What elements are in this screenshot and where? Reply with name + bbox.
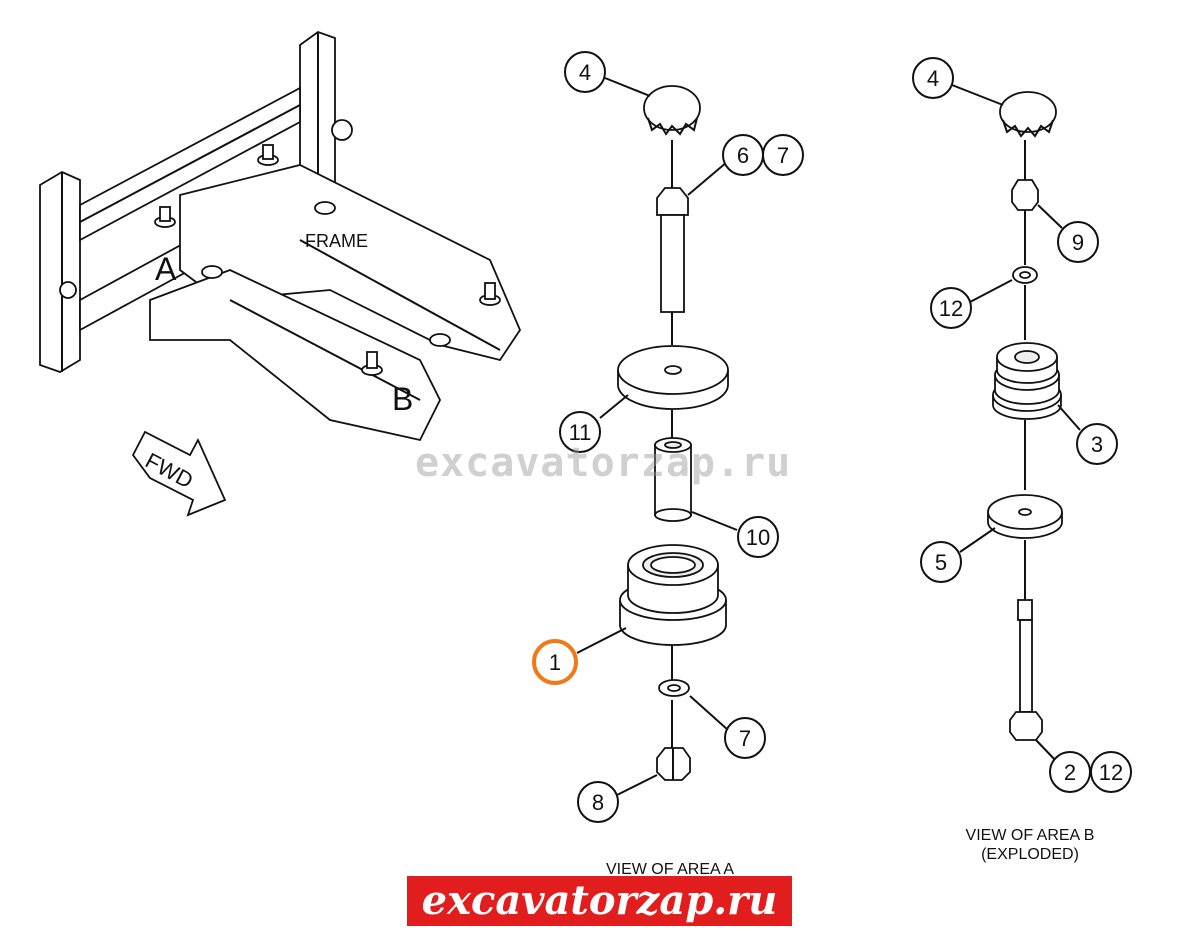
callout-b-9: 9 — [1057, 221, 1099, 263]
svg-text:7: 7 — [739, 726, 751, 751]
callout-a-11: 11 — [559, 411, 601, 453]
mount-point-b — [361, 351, 383, 376]
svg-text:4: 4 — [579, 60, 591, 85]
svg-text:4: 4 — [927, 66, 939, 91]
fwd-arrow: FWD — [131, 430, 227, 517]
callout-a-4: 4 — [564, 51, 606, 93]
watermark-text: excavatorzap.ru — [415, 440, 792, 486]
svg-text:8: 8 — [592, 790, 604, 815]
callout-b-3: 3 — [1076, 423, 1118, 465]
svg-text:3: 3 — [1091, 432, 1103, 457]
caption-view-a: VIEW OF AREA A — [605, 861, 735, 878]
caption-view-b-line1: VIEW OF AREA B — [965, 827, 1095, 844]
svg-text:2: 2 — [1064, 760, 1076, 785]
svg-text:11: 11 — [569, 420, 592, 445]
part-8-nut — [656, 747, 691, 781]
part-1-isolator — [619, 544, 727, 646]
callout-b-12-top: 12 — [930, 287, 972, 329]
caption-view-b-line2: (EXPLODED) — [981, 846, 1079, 863]
part-10-sleeve — [654, 437, 692, 522]
svg-text:5: 5 — [935, 550, 947, 575]
mount-point-rear — [479, 282, 501, 306]
svg-text:7: 7 — [777, 143, 789, 168]
view-area-b: 4 9 12 3 5 2 12 — [912, 57, 1132, 793]
svg-text:10: 10 — [746, 525, 770, 550]
mount-point-upper — [257, 144, 279, 166]
part-2-bolt — [1009, 599, 1043, 741]
svg-text:6: 6 — [737, 143, 749, 168]
part-12-washer-b — [1012, 266, 1038, 284]
svg-text:12: 12 — [939, 296, 963, 321]
mount-point-a — [154, 206, 176, 228]
view-area-a: 4 6 7 11 10 1 7 8 — [532, 51, 804, 823]
part-11-washer — [617, 345, 729, 410]
area-b-label: B — [392, 381, 413, 417]
callout-b-5: 5 — [920, 541, 962, 583]
frame-label: FRAME — [305, 231, 368, 251]
callout-a-6: 6 — [722, 134, 764, 176]
svg-text:9: 9 — [1072, 230, 1084, 255]
site-banner[interactable]: excavatorzap.ru — [407, 876, 792, 926]
svg-text:1: 1 — [549, 650, 561, 675]
callout-a-10: 10 — [737, 516, 779, 558]
svg-text:12: 12 — [1099, 760, 1123, 785]
frame-illustration: FRAME A B — [39, 30, 522, 442]
part-7-lock-washer — [658, 679, 690, 697]
callout-a-1-highlighted: 1 — [532, 639, 578, 685]
caption-view-b: VIEW OF AREA B (EXPLODED) — [920, 826, 1140, 864]
callout-b-12-bottom: 12 — [1090, 751, 1132, 793]
part-3-isolator — [992, 342, 1062, 420]
part-4-cap-a — [643, 85, 701, 136]
part-9-nut — [1011, 179, 1039, 211]
callout-a-8: 8 — [577, 781, 619, 823]
callout-b-2: 2 — [1049, 751, 1091, 793]
callout-a-7-top: 7 — [762, 134, 804, 176]
callout-a-7-bottom: 7 — [724, 717, 766, 759]
part-6-bolt — [656, 187, 689, 313]
area-a-label: A — [155, 251, 177, 287]
callout-b-4: 4 — [912, 57, 954, 99]
part-5-washer — [987, 494, 1063, 539]
part-4-cap-b — [999, 91, 1057, 138]
